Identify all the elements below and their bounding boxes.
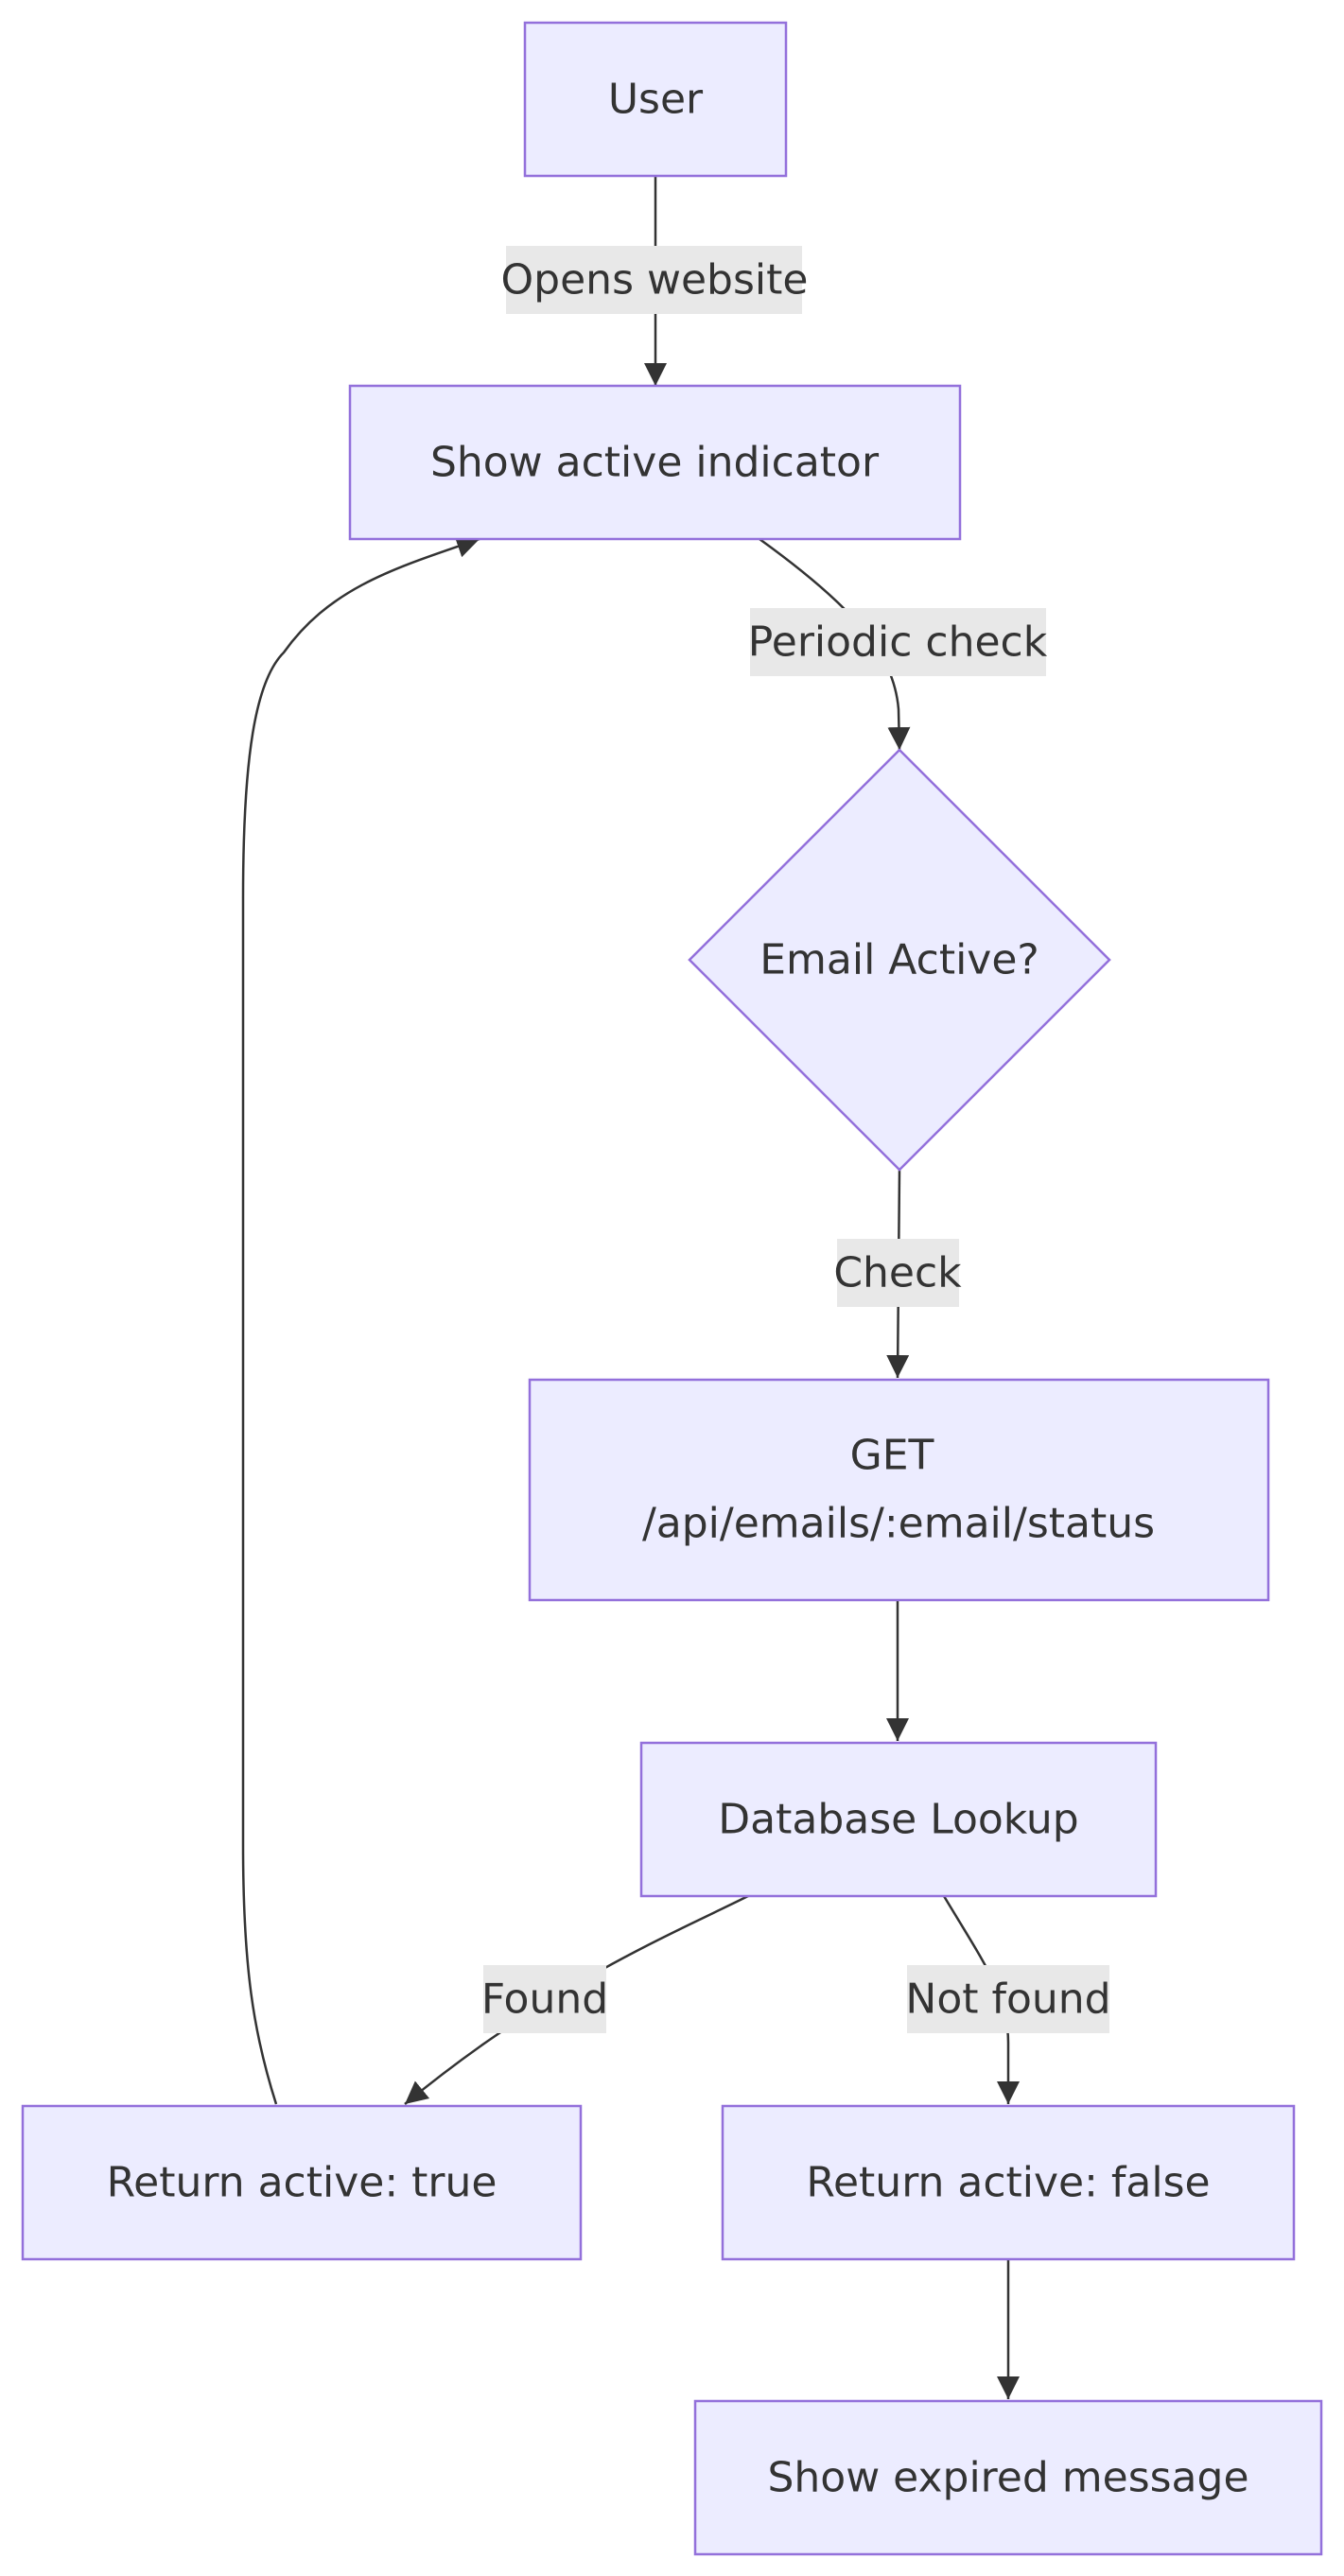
- node-user: User: [523, 21, 788, 178]
- node-show-expired-message: Show expired message: [693, 2399, 1323, 2556]
- edge-label-text: Opens website: [501, 256, 809, 305]
- node-email-active-decision: Email Active?: [688, 748, 1111, 1172]
- node-return-false-label: Return active: false: [806, 2159, 1210, 2207]
- node-get-label-line2: /api/emails/:email/status: [642, 1500, 1155, 1548]
- edge-labels: Opens website Periodic check Check Found…: [481, 246, 1111, 2033]
- edge-label-opens-website: Opens website: [501, 246, 809, 314]
- node-show-active-label: Show active indicator: [430, 439, 880, 487]
- node-show-expired-label: Show expired message: [767, 2454, 1248, 2502]
- node-get-api-status: GET /api/emails/:email/status: [528, 1378, 1270, 1602]
- edge-label-check: Check: [833, 1239, 962, 1307]
- node-return-active-false: Return active: false: [721, 2104, 1296, 2261]
- node-database-lookup: Database Lookup: [639, 1741, 1158, 1898]
- edge-label-not-found: Not found: [905, 1965, 1111, 2033]
- edge-label-text: Periodic check: [748, 618, 1048, 667]
- edge-label-periodic-check: Periodic check: [748, 608, 1048, 676]
- edge-label-text: Check: [833, 1249, 962, 1297]
- node-get-label-line1: GET: [850, 1432, 934, 1480]
- edge-return-true-to-show-active: [241, 535, 480, 2105]
- node-email-active-label: Email Active?: [759, 936, 1039, 984]
- edge-label-text: Found: [481, 1976, 608, 2024]
- node-user-label: User: [608, 76, 704, 124]
- node-db-lookup-label: Database Lookup: [718, 1796, 1078, 1844]
- node-return-active-true: Return active: true: [21, 2104, 583, 2261]
- edge-label-found: Found: [481, 1965, 608, 2033]
- edge-label-text: Not found: [905, 1976, 1110, 2024]
- node-show-active-indicator: Show active indicator: [348, 384, 962, 541]
- node-return-true-label: Return active: true: [107, 2159, 497, 2207]
- nodes: User Show active indicator Email Active?…: [21, 21, 1323, 2556]
